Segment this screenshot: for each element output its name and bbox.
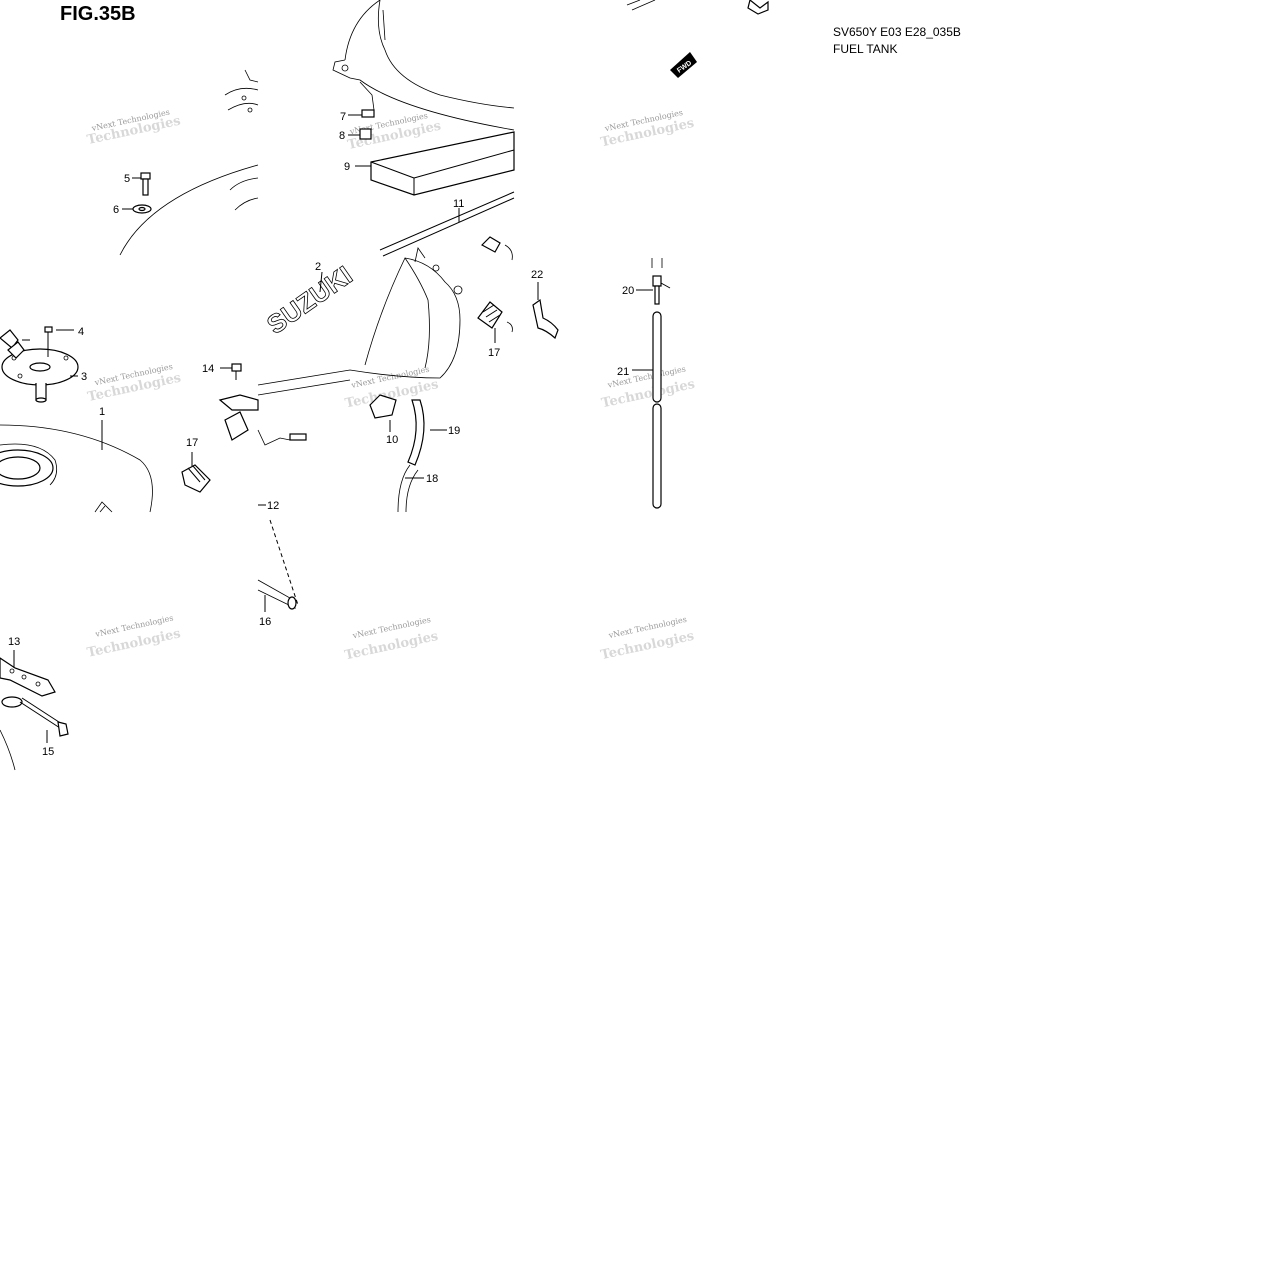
callout-7: 7 xyxy=(340,111,346,123)
pad-part-9 xyxy=(355,131,515,196)
callout-17-right: 17 xyxy=(488,347,500,359)
screw-part-5 xyxy=(132,172,151,196)
callout-18: 18 xyxy=(426,473,438,485)
callout-21: 21 xyxy=(617,366,629,378)
figure-code: SV650Y E03 E28_035B xyxy=(833,25,961,39)
suzuki-logo: SUZUKI xyxy=(261,260,357,340)
figure-name: FUEL TANK xyxy=(833,42,898,56)
bolt-part-15 xyxy=(19,697,69,743)
key-icon xyxy=(0,329,30,359)
damper-part-17-right xyxy=(477,301,513,343)
bracket-part-22 xyxy=(532,282,559,340)
tile-tank-body-left xyxy=(0,424,153,513)
callout-3: 3 xyxy=(81,371,87,383)
watermark-group: Technologies vNext Technologies Technolo… xyxy=(86,108,697,664)
callout-13: 13 xyxy=(8,636,20,648)
callout-5: 5 xyxy=(124,173,130,185)
fwd-arrow-icon: FWD xyxy=(670,52,697,78)
callout-20: 20 xyxy=(622,285,634,297)
callout-4: 4 xyxy=(78,326,84,338)
callout-10: 10 xyxy=(386,434,398,446)
callout-22: 22 xyxy=(531,269,543,281)
callout-15: 15 xyxy=(42,746,54,758)
callout-19: 19 xyxy=(448,425,460,437)
fitting-part-20 xyxy=(636,258,671,305)
callout-17-left: 17 xyxy=(186,437,198,449)
nut-part-8 xyxy=(348,128,372,140)
rod-part-11 xyxy=(379,191,515,257)
clip-top xyxy=(481,236,513,261)
bracket-part-13 xyxy=(0,650,56,771)
hose-part-19 xyxy=(407,399,447,466)
washer-part-6 xyxy=(122,204,152,214)
tile-tank-side: SUZUKI xyxy=(257,247,463,396)
tile-tank-top-left xyxy=(119,69,259,256)
pipe-part-21 xyxy=(632,311,662,509)
bolt-part-7 xyxy=(348,109,375,118)
damper-part-17-left xyxy=(181,452,211,493)
tile-tank-top-middle xyxy=(332,0,515,131)
tube-part-16 xyxy=(257,504,299,612)
fwd-label: FWD xyxy=(676,60,693,75)
callout-2: 2 xyxy=(315,261,321,273)
bracket-part-14 xyxy=(218,363,307,446)
callout-11: 11 xyxy=(453,198,464,210)
callout-12: 12 xyxy=(267,500,279,512)
callout-6: 6 xyxy=(113,204,119,216)
hose-part-18 xyxy=(397,464,424,513)
callout-1: 1 xyxy=(99,406,105,418)
callout-9: 9 xyxy=(344,161,350,173)
callout-14: 14 xyxy=(202,363,214,375)
figure-title: FIG.35B xyxy=(60,3,136,25)
screw-part-4 xyxy=(44,326,74,357)
cushion-part-10 xyxy=(369,394,397,432)
callout-16: 16 xyxy=(259,616,271,628)
clip-top-right xyxy=(626,0,769,15)
fuel-cap-part-3 xyxy=(1,348,79,403)
callout-8: 8 xyxy=(339,130,345,142)
callout-labels: 1 2 3 4 5 6 7 8 9 10 11 12 13 14 15 16 1… xyxy=(8,111,634,758)
